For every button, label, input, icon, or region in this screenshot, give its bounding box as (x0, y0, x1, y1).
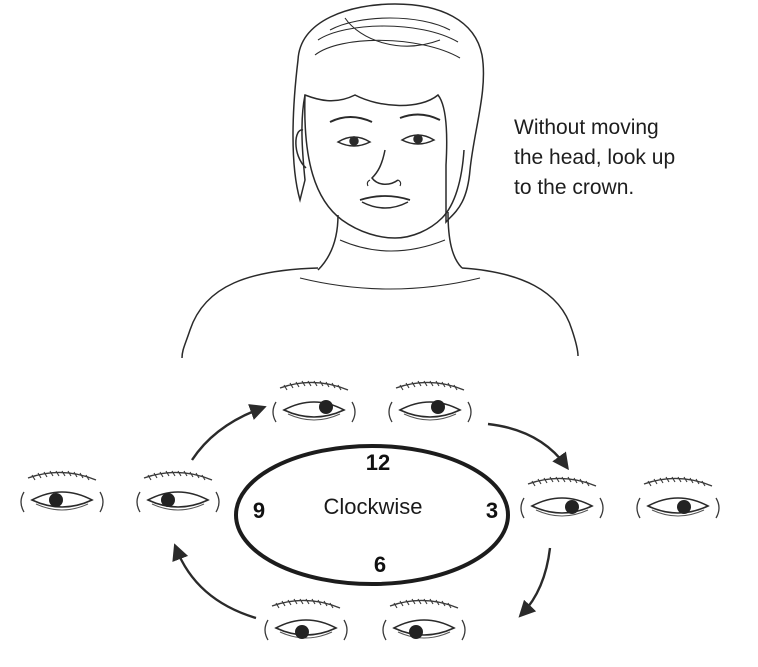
instruction-text: Without moving the head, look up to the … (514, 113, 734, 203)
hair (293, 4, 483, 222)
eye-pair-bottom (265, 599, 465, 640)
eye-pair-top (273, 381, 471, 422)
eye-pair-left (21, 471, 219, 512)
clock-label-6: 6 (374, 552, 386, 577)
arrow-right-to-bottom (522, 548, 550, 614)
instruction-line-2: the head, look up (514, 143, 734, 173)
arrow-bottom-to-left (176, 548, 256, 618)
face (305, 95, 464, 238)
shoulders (182, 268, 318, 358)
clockwise-label: Clockwise (323, 494, 422, 519)
instruction-line-3: to the crown. (514, 173, 734, 203)
arrow-top-to-right (488, 424, 566, 466)
clock-label-9: 9 (253, 498, 265, 523)
clock-label-12: 12 (366, 450, 390, 475)
instruction-line-1: Without moving (514, 113, 734, 143)
clock-label-3: 3 (486, 498, 498, 523)
arrow-left-to-top (192, 408, 262, 460)
eye-pair-right (521, 477, 719, 518)
